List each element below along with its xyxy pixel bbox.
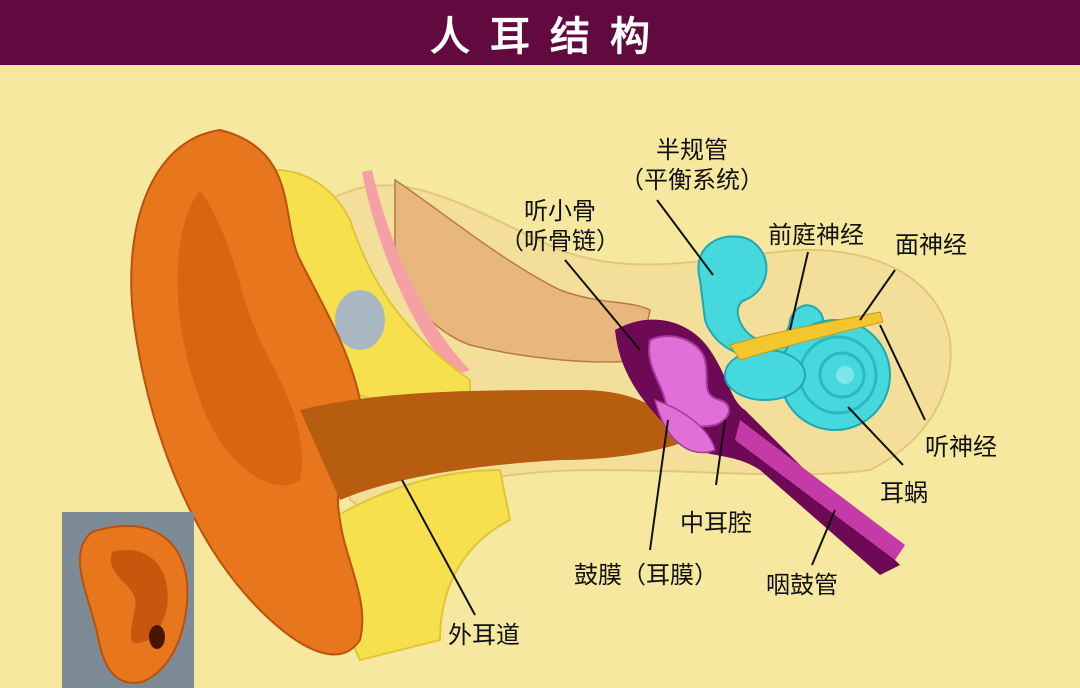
nerve-bundle [729,311,884,361]
ear-anatomy-diagram [130,128,952,662]
ossicles [648,335,730,428]
middle-ear-cavity-label: 中耳腔 [680,509,752,537]
page-title: 人耳结构 [430,13,670,60]
cartilage-hole [335,290,385,350]
title-banner: 人耳结构 [0,0,1080,65]
semicircular-canals-label: 半规管 （平衡系统） [620,136,764,194]
vestibule [724,349,806,401]
cochlea-label: 耳蜗 [880,479,928,507]
ossicles-label: 听小骨 （听骨链） [500,197,620,255]
ear-canal [300,390,690,500]
ear-inset-photo [62,512,194,688]
facial-nerve-label: 面神经 [895,231,967,259]
auditory-nerve-label: 听神经 [925,433,997,461]
eustachian-tube [735,420,905,560]
eardrum-label: 鼓膜（耳膜） [574,561,718,589]
eustachian-tube-label: 咽鼓管 [766,571,838,599]
auricle-fold [177,190,302,486]
tissue-stripe [362,170,470,375]
vestibular-nerve-label: 前庭神经 [768,221,864,249]
ear-canal-label: 外耳道 [448,621,520,649]
